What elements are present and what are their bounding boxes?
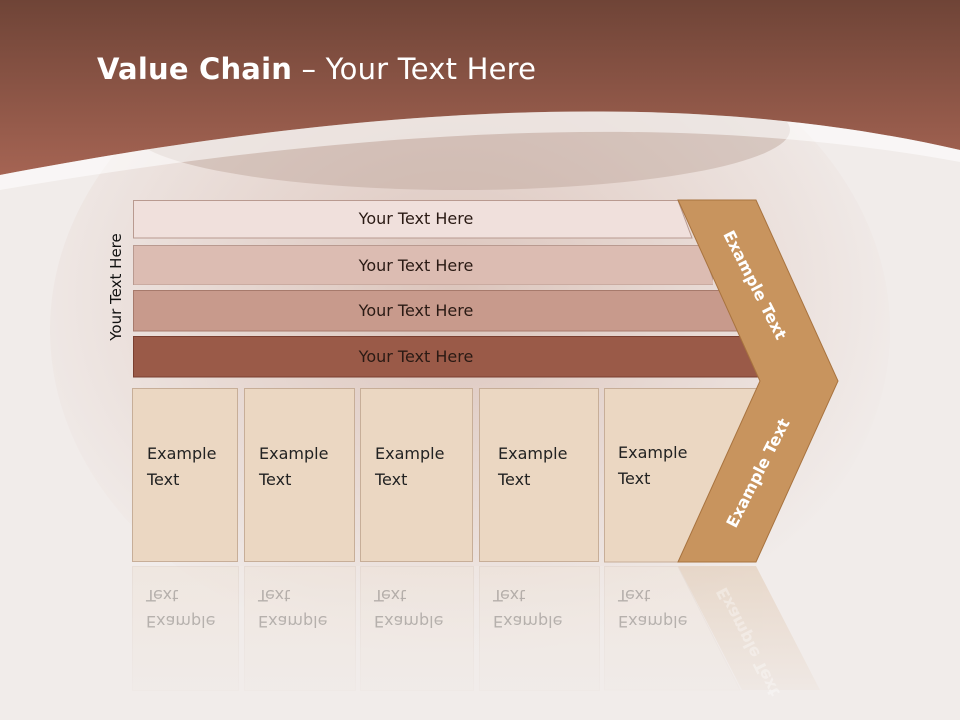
- support-bar-4: Your Text Here: [133, 336, 769, 378]
- bar-label: Your Text Here: [358, 347, 474, 366]
- bar-label: Your Text Here: [358, 256, 474, 275]
- bar-label: Your Text Here: [358, 209, 474, 228]
- page-title: Value Chain – Your Text Here: [97, 52, 536, 86]
- support-bar-1: Your Text Here: [133, 200, 693, 239]
- title-bold: Value Chain: [97, 52, 293, 86]
- support-bar-3: Your Text Here: [133, 290, 743, 332]
- title-rest: – Your Text Here: [292, 52, 537, 86]
- bar-shape: [133, 245, 713, 285]
- side-label: Your Text Here: [107, 233, 125, 341]
- support-bar-2: Your Text Here: [133, 245, 713, 285]
- bar-label: Your Text Here: [358, 301, 474, 320]
